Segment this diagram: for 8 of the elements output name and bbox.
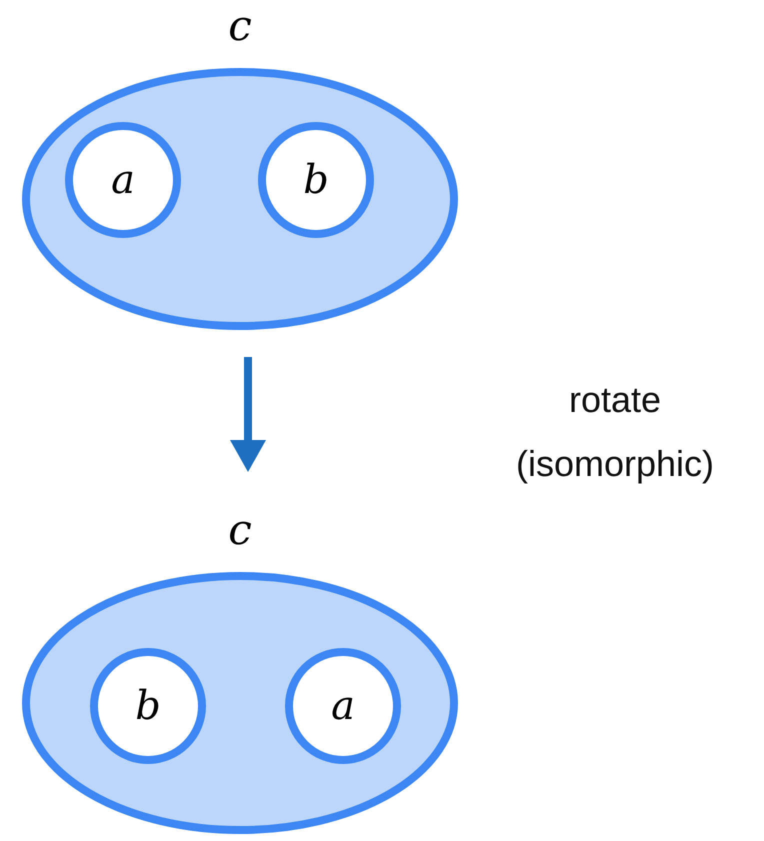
set-label: c: [228, 506, 252, 554]
arrow: [232, 357, 264, 472]
element-label: a: [331, 683, 355, 729]
set-label: c: [228, 2, 252, 50]
element-label: a: [111, 157, 135, 203]
element-label: b: [135, 683, 161, 729]
element-label: b: [303, 157, 329, 203]
note-text: rotate (isomorphic): [514, 378, 716, 486]
